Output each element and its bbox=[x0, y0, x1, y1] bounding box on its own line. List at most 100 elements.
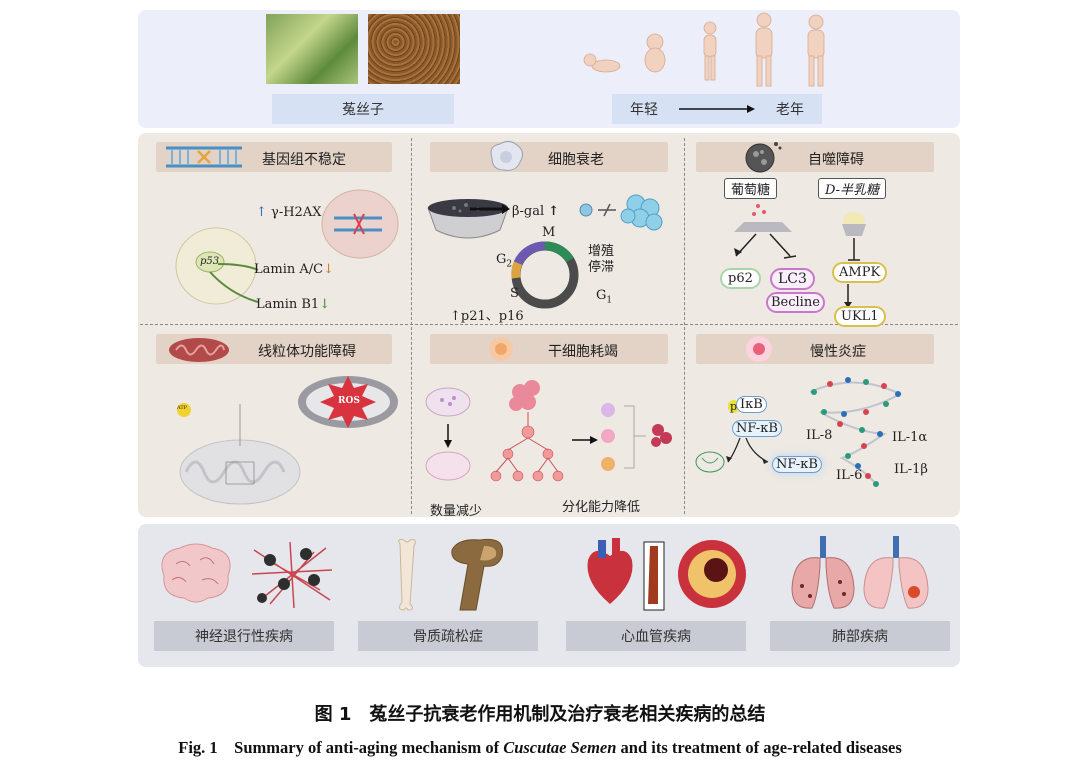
caption-en-italic: Cuscutae Semen bbox=[503, 738, 617, 757]
stem-count-label: 数量减少 bbox=[430, 504, 483, 519]
stem-diff-label: 分化能力降低 bbox=[562, 500, 641, 515]
disease-tag-1: 神经退行性疾病 bbox=[154, 621, 334, 651]
age-axis: 年轻 老年 bbox=[612, 94, 822, 124]
young-label: 年轻 bbox=[630, 102, 658, 118]
phase-s: S bbox=[510, 286, 519, 301]
galactose-text: D-半乳糖 bbox=[825, 183, 880, 198]
p62-label: p62 bbox=[720, 268, 761, 289]
ros-label: ROS bbox=[338, 396, 360, 406]
nfkb-label-1: NF-κB bbox=[732, 420, 782, 437]
p-label: p bbox=[728, 400, 740, 413]
cell-cycle-icon bbox=[511, 241, 579, 309]
gamma-h2ax-label: ↑ γ-H2AX bbox=[256, 205, 321, 220]
autophagy-header bbox=[696, 142, 934, 172]
galactose-label: D-半乳糖 bbox=[818, 178, 887, 199]
autophagy-title: 自噬障碍 bbox=[808, 152, 864, 168]
genome-title: 基因组不稳定 bbox=[262, 152, 346, 168]
phase-g2: G2 bbox=[496, 252, 512, 270]
caption-en-suffix: and its treatment of age-related disease… bbox=[616, 738, 902, 757]
stem-cell-icon bbox=[489, 337, 513, 361]
phase-g1: G1 bbox=[596, 288, 612, 306]
inflammation-icon bbox=[746, 336, 772, 362]
metabolism-mito-icon bbox=[177, 403, 301, 505]
caption-cn: 图 1 菟丝子抗衰老作用机制及治疗衰老相关疾病的总结 bbox=[314, 704, 766, 725]
nfkb-pathway-icon bbox=[695, 437, 769, 473]
mitochondria-ros-icon bbox=[298, 376, 398, 428]
arrow-down-icon: ↓ bbox=[323, 262, 334, 277]
stem-title: 干细胞耗竭 bbox=[548, 344, 618, 360]
autophagy-pathway-icon bbox=[734, 204, 866, 308]
il6-label: IL-6 bbox=[836, 468, 863, 483]
arrow-right-icon bbox=[679, 105, 755, 113]
bone-icon bbox=[398, 539, 416, 611]
neuron-network-icon bbox=[251, 541, 333, 609]
arrow-up-icon: ↑ bbox=[256, 205, 267, 220]
divider-v1 bbox=[411, 138, 412, 514]
nfkb-label-2: NF-κB bbox=[772, 456, 822, 473]
arrow-up-icon-2: ↑ bbox=[548, 204, 560, 219]
ikb-label: IκB bbox=[736, 396, 767, 413]
inflammation-header bbox=[696, 334, 934, 364]
old-label: 老年 bbox=[776, 102, 804, 118]
brain-icon bbox=[161, 543, 231, 603]
lung-icon bbox=[791, 536, 855, 609]
inflammation-title: 慢性炎症 bbox=[810, 344, 866, 360]
il1a-label: IL-1α bbox=[892, 430, 928, 445]
aging-figures-icon bbox=[583, 12, 825, 87]
dna-icon bbox=[166, 146, 242, 168]
disease-tag-4: 肺部疾病 bbox=[770, 621, 950, 651]
herb-label: 菟丝子 bbox=[272, 94, 454, 124]
senescence-header bbox=[430, 142, 668, 172]
arrest-label: 增殖停滞 bbox=[588, 244, 615, 275]
senescent-cell-icon bbox=[490, 140, 524, 171]
phase-g1-sub: 1 bbox=[606, 295, 613, 306]
lamin-ac-text: Lamin A/C bbox=[254, 262, 324, 277]
ampk-label: AMPK bbox=[832, 262, 888, 283]
divider-v2 bbox=[684, 138, 685, 514]
caption-en: Fig. 1 Summary of anti-aging mechanism o… bbox=[0, 734, 1080, 758]
nucleus-damage-icon bbox=[321, 189, 399, 259]
p53-label: p53 bbox=[200, 256, 220, 267]
ulk1-label: UKL1 bbox=[834, 306, 886, 327]
lamin-b1-label: Lamin B1↓ bbox=[256, 297, 330, 312]
mitochondria-icon bbox=[169, 338, 229, 362]
herb-plant-image bbox=[266, 14, 358, 84]
heart-icon bbox=[587, 538, 633, 604]
beta-gal-label: β-gal ↑ bbox=[512, 204, 559, 219]
atp-label: ATP bbox=[177, 405, 188, 411]
il8-label: IL-8 bbox=[806, 428, 833, 443]
beclin-label: Becline bbox=[766, 292, 825, 313]
osteoporosis-bone-icon bbox=[451, 538, 504, 611]
p21-text: p21、p16 bbox=[460, 309, 524, 324]
cytokine-spiral-icon bbox=[809, 377, 903, 487]
phase-g2-sub: 2 bbox=[506, 259, 513, 270]
gamma-h2ax-text: γ-H2AX bbox=[271, 205, 322, 220]
phase-g2-letter: G bbox=[496, 252, 507, 267]
arrow-right-icon-2 bbox=[470, 204, 510, 214]
diseased-lung-icon bbox=[863, 536, 929, 609]
phase-g1-letter: G bbox=[596, 288, 607, 303]
autophagosome-icon bbox=[745, 142, 782, 173]
caption-en-prefix: Fig. 1 Summary of anti-aging mechanism o… bbox=[178, 738, 504, 757]
divider-h bbox=[140, 324, 958, 325]
beta-gal-dish-icon bbox=[427, 199, 509, 239]
lamina-cell-icon bbox=[175, 227, 259, 305]
p21-label: ↑p21、p16 bbox=[450, 305, 524, 324]
beta-gal-text: β-gal bbox=[512, 204, 545, 219]
arrow-up-icon-3: ↑ bbox=[450, 309, 461, 324]
artery-icon bbox=[643, 541, 665, 611]
disease-tag-2: 骨质疏松症 bbox=[358, 621, 538, 651]
stem-header bbox=[430, 334, 668, 364]
glucose-label: 葡萄糖 bbox=[724, 178, 778, 199]
plaque-vessel-icon bbox=[678, 540, 746, 608]
lamin-ac-label: Lamin A/C↓ bbox=[254, 262, 334, 277]
mitochondria-title: 线粒体功能障碍 bbox=[258, 344, 356, 360]
phase-m: M bbox=[542, 225, 556, 240]
il1b-label: IL-1β bbox=[894, 462, 928, 477]
herb-seed-image bbox=[368, 14, 460, 84]
lamin-b1-text: Lamin B1 bbox=[256, 297, 320, 312]
arrow-down-icon-2: ↓ bbox=[319, 297, 331, 312]
stem-cell-diagram-icon bbox=[425, 380, 672, 482]
lc3-label: LC3 bbox=[770, 268, 815, 290]
proliferation-blocked-icon bbox=[579, 194, 663, 231]
